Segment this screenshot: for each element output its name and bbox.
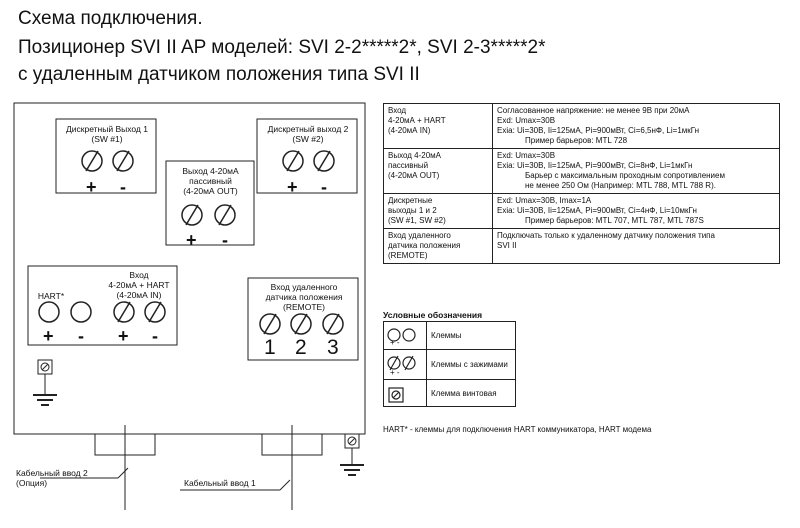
sw2-box bbox=[256, 118, 358, 194]
hart-plus: + bbox=[43, 326, 54, 346]
in-minus-terminal-icon bbox=[144, 301, 166, 323]
sw1-box bbox=[55, 118, 157, 194]
input-box bbox=[27, 265, 178, 346]
remote-1: 1 bbox=[264, 336, 276, 359]
sw2-plus-terminal-icon bbox=[282, 150, 304, 172]
sw2-label: Дискретный выход 2(SW #2) bbox=[267, 124, 349, 144]
out-plus-terminal-icon bbox=[181, 204, 203, 226]
legend-sub-2: + - bbox=[390, 368, 400, 377]
out-minus-terminal-icon bbox=[214, 204, 236, 226]
sw1-plus-terminal-icon bbox=[81, 150, 103, 172]
sw1-label: Дискретный Выход 1(SW #1) bbox=[66, 124, 148, 144]
spec-right: Подключать только к удаленному датчику п… bbox=[492, 228, 780, 264]
enclosure-outline bbox=[13, 102, 366, 435]
cable-entries bbox=[40, 425, 323, 510]
legend-label-3: Клемма винтовая bbox=[426, 379, 516, 407]
legend-title: Условные обозначения bbox=[383, 310, 483, 320]
in-plus-terminal-icon bbox=[113, 301, 135, 323]
remote-2-terminal-icon bbox=[290, 313, 312, 335]
sw1-plus: + bbox=[86, 177, 97, 197]
cable-entry-2-label: Кабельный ввод 2(Опция) bbox=[16, 468, 88, 488]
legend-table: + - Клеммы + - Клеммы с зажимами Клемма ви… bbox=[383, 321, 516, 407]
clamp-terminals bbox=[81, 150, 344, 335]
sw1-minus: - bbox=[120, 177, 126, 197]
in-minus: - bbox=[152, 326, 158, 346]
remote-3-terminal-icon bbox=[322, 313, 344, 335]
cable-entry-1-label: Кабельный ввод 1 bbox=[184, 478, 256, 488]
in-plus: + bbox=[118, 326, 129, 346]
legend-sub-1: + - bbox=[390, 338, 400, 347]
remote-1-terminal-icon bbox=[259, 313, 281, 335]
sw1-minus-terminal-icon bbox=[112, 150, 134, 172]
out-minus: - bbox=[222, 230, 228, 250]
spec-right: Согласованное напряжение: не менее 9В пр… bbox=[492, 103, 780, 149]
hart-plus-terminal-icon bbox=[38, 301, 60, 323]
sw2-minus-terminal-icon bbox=[313, 150, 335, 172]
remote-box bbox=[247, 277, 359, 361]
title-line-1: Схема подключения. bbox=[18, 8, 203, 29]
ground-screw-outer-icon bbox=[340, 433, 364, 476]
footnote: HART* - клеммы для подключения HART комм… bbox=[383, 425, 652, 434]
out-plus: + bbox=[186, 230, 197, 250]
ground-screw-inner-icon bbox=[33, 359, 57, 406]
hart-minus: - bbox=[78, 326, 84, 346]
legend-label-2: Клеммы с зажимами bbox=[426, 349, 516, 380]
sw2-plus: + bbox=[287, 177, 298, 197]
title-line-3: с удаленным датчиком положения типа SVI … bbox=[18, 64, 420, 85]
remote-3: 3 bbox=[327, 336, 339, 359]
legend-label-1: Клеммы bbox=[426, 321, 516, 350]
hart-minus-terminal-icon bbox=[70, 301, 92, 323]
remote-2: 2 bbox=[295, 336, 307, 359]
hart-label: HART* bbox=[37, 291, 65, 301]
sw2-minus: - bbox=[321, 177, 327, 197]
title-line-2: Позиционер SVI II AP моделей: SVI 2-2***… bbox=[18, 37, 546, 58]
out-box bbox=[165, 160, 255, 246]
